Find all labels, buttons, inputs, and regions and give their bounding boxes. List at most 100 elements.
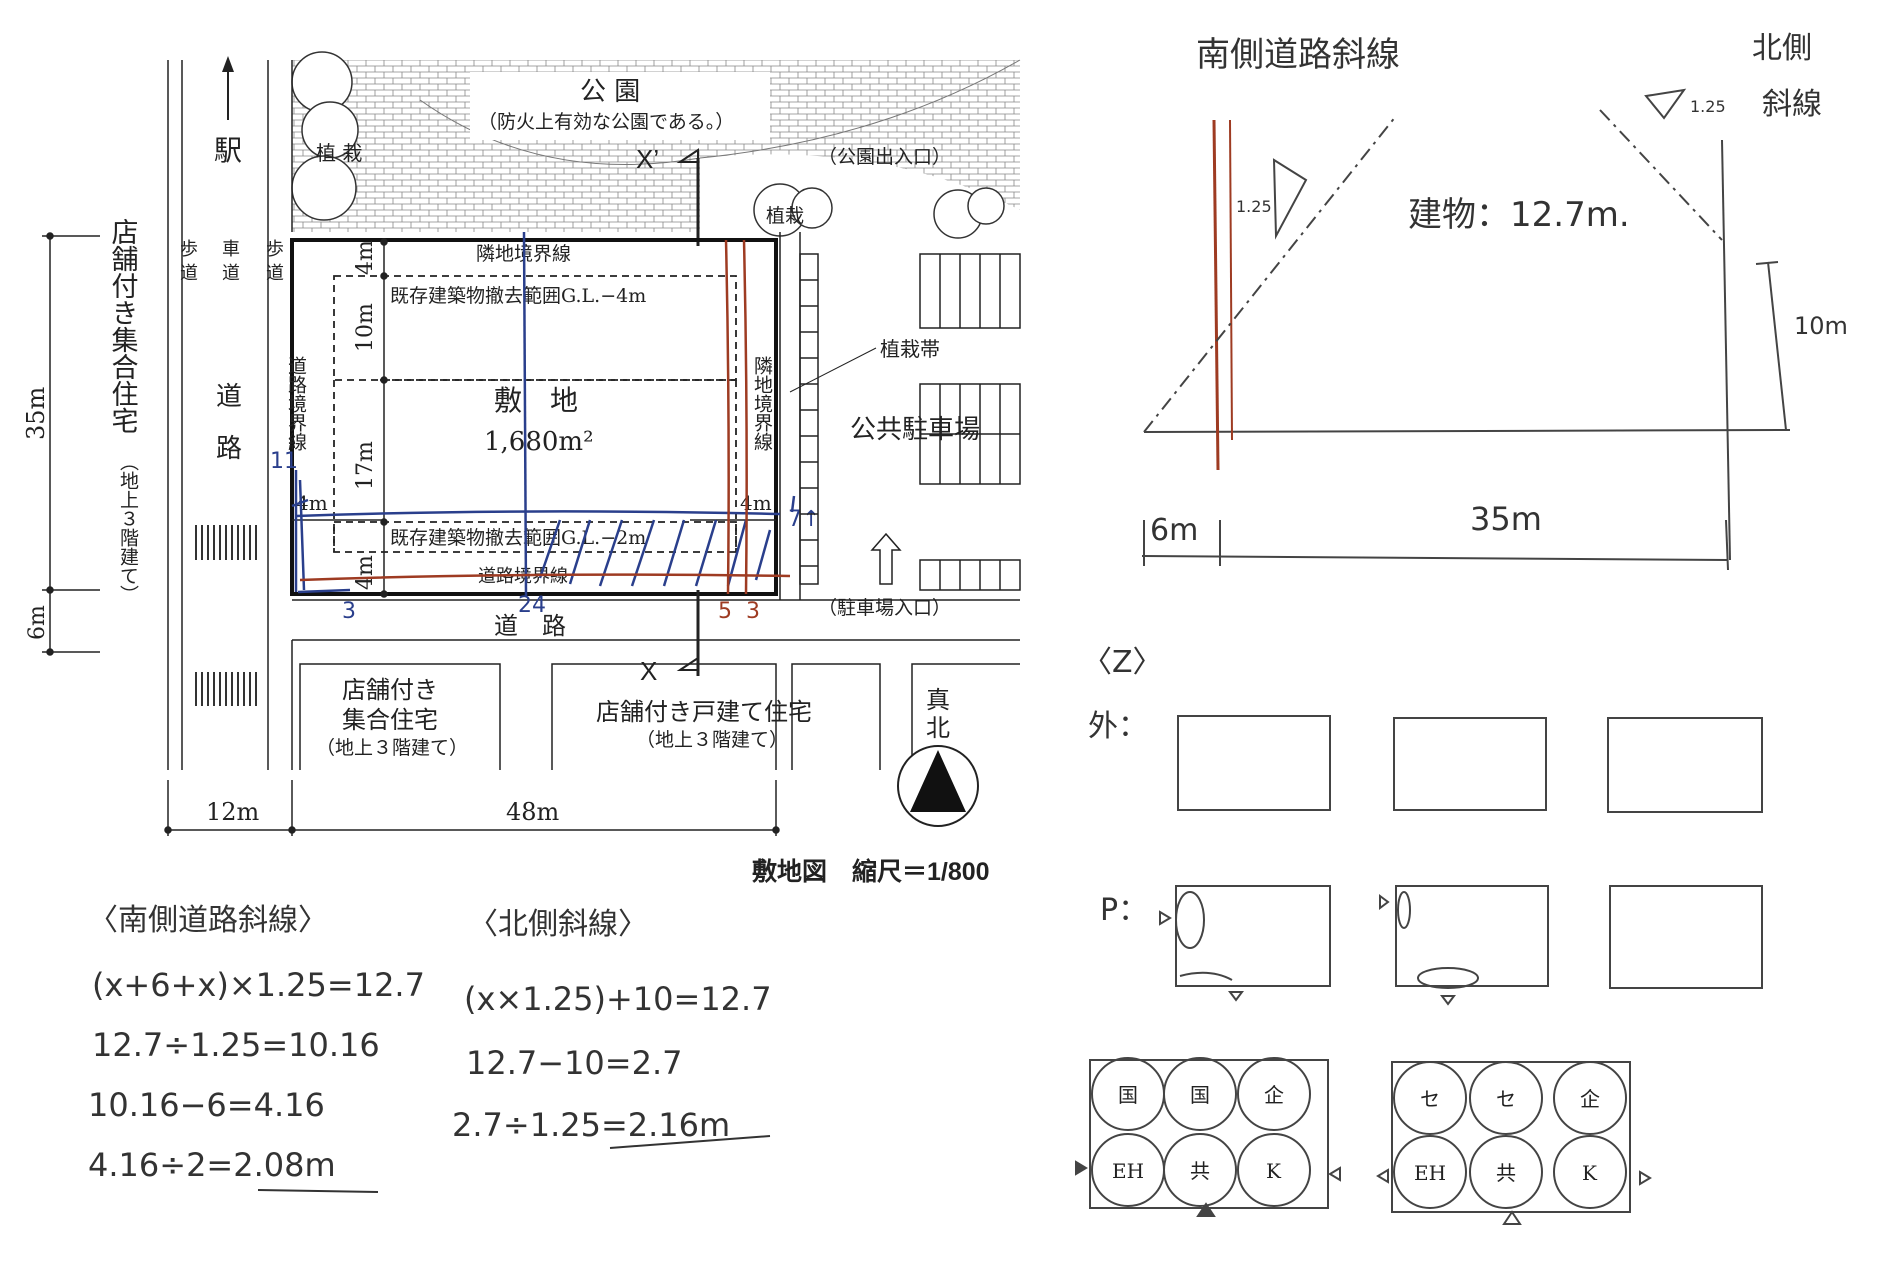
circle-right-5: 共 — [1496, 1161, 1516, 1185]
blue-11: 11 — [270, 449, 298, 474]
circle-left-5: 共 — [1190, 1159, 1210, 1183]
site-label: 敷 地 — [494, 384, 578, 417]
internal-dimension — [292, 238, 776, 598]
west-building-title: 店舗付き集合住宅 （地上３階建て） — [107, 218, 140, 604]
circle-left-2: 国 — [1190, 1083, 1210, 1107]
building-height: 建物：12.7m. — [1408, 195, 1630, 235]
red-3: 3 — [746, 599, 760, 624]
true-north-label: 真北 — [926, 686, 950, 742]
north-slope-title: 北側斜線 — [1752, 31, 1822, 122]
circle-left-3: 企 — [1264, 1083, 1284, 1107]
public-parking-label: 公共駐車場 — [850, 415, 980, 445]
south-building-1-note: （地上３階建て） — [316, 737, 468, 759]
south-building-2: 店舗付き戸建て住宅 — [596, 698, 812, 726]
tree-group-left — [291, 51, 1005, 239]
parking-entrance-label: （駐車場入口） — [818, 597, 951, 619]
circle-right-3: 企 — [1580, 1087, 1600, 1111]
dim-4m-right: 4m — [740, 491, 772, 515]
dim-48m: 48m — [506, 798, 560, 826]
ratio-left: 1.25 — [1236, 197, 1272, 216]
sketch-dim-10m: 10m — [1794, 312, 1848, 340]
road-label-horizontal: 道 路 — [494, 612, 566, 640]
circle-left-1: 国 — [1118, 1083, 1138, 1107]
dimension-12m-48m — [164, 780, 780, 836]
site-plan-caption: 敷地図 縮尺＝1/800 — [752, 857, 990, 886]
sidewalk-label-right: 歩道 — [266, 239, 284, 284]
red-5: 5 — [718, 599, 732, 624]
demolition-top-label: 既存建築物撤去範囲G.L.−4m — [390, 285, 646, 307]
sketch-dim-6m: 6m — [1150, 513, 1198, 548]
road-label-vertical: 道路 — [216, 382, 242, 464]
circle-right-6: K — [1582, 1161, 1598, 1185]
dim-35m: 35m — [22, 386, 50, 440]
parking-lot — [799, 253, 1021, 591]
station-label: 駅 — [214, 134, 242, 167]
north-symbol — [897, 745, 979, 827]
dim-17m: 17m — [353, 441, 378, 490]
park-label: 公 園 — [580, 77, 640, 107]
planting-strip-label: 植栽帯 — [880, 337, 940, 361]
road-lines — [167, 60, 1020, 770]
calc-north-heading: 〈北側斜線〉 — [468, 907, 648, 942]
south-building-2-note: （地上３階建て） — [636, 729, 788, 751]
park-note: （防火上有効な公園である。） — [478, 111, 734, 133]
red-annotations — [299, 239, 791, 595]
dim-4m-top: 4m — [353, 240, 378, 275]
site-plan: 植 栽 — [22, 51, 1021, 886]
ratio-right: 1.25 — [1690, 97, 1726, 116]
dimension-35m-6m — [42, 232, 100, 656]
circle-right-4: EH — [1414, 1161, 1446, 1185]
calc-south-line-1: (x+6+x)×1.25=12.7 — [92, 966, 425, 1004]
calc-south-line-2: 12.7÷1.25=10.16 — [92, 1026, 380, 1064]
dim-10m: 10m — [353, 303, 378, 352]
section-marker-top — [676, 148, 700, 246]
park-entrance-label: （公園出入口） — [818, 146, 951, 168]
demolition-area-top — [333, 275, 737, 381]
neighbor-boundary-right: 隣地境界線 — [751, 356, 773, 451]
dim-4m-bottom: 4m — [353, 555, 378, 590]
calc-south-line-4: 4.16÷2=2.08m — [88, 1146, 336, 1184]
blue-3: 3 — [342, 599, 356, 624]
blue-7: 7↑ — [788, 507, 820, 532]
svg-text:（地上３階建て）: （地上３階建て） — [117, 452, 139, 604]
section-x: X — [640, 656, 657, 686]
zoning-sketch: 〈Z〉 外： P： — [1075, 645, 1763, 1225]
planting-label-vertical: 植 栽 — [316, 141, 362, 165]
zoning-heading: 〈Z〉 — [1082, 645, 1163, 680]
dim-6m: 6m — [25, 605, 50, 640]
road-boundary-bottom: 道路境界線 — [478, 566, 568, 587]
blue-annotations — [291, 231, 796, 597]
south-buildings — [299, 663, 1020, 770]
svg-text:店舗付き集合住宅: 店舗付き集合住宅 — [107, 218, 139, 434]
calc-north-line-3: 2.7÷1.25=2.16m — [452, 1106, 730, 1144]
south-building-1-line1: 店舗付き — [342, 676, 438, 704]
circle-right-1: セ — [1420, 1087, 1440, 1111]
sidewalk-label-left: 歩道 — [180, 239, 198, 284]
calc-south: 〈南側道路斜線〉 (x+6+x)×1.25=12.7 12.7÷1.25=10.… — [88, 903, 425, 1193]
blue-24: 24 — [518, 593, 546, 618]
circle-left-4: EH — [1112, 1159, 1144, 1183]
section-marker-bottom — [676, 590, 700, 676]
south-building-1-line2: 集合住宅 — [342, 706, 438, 734]
circle-right-2: セ — [1496, 1087, 1516, 1111]
calc-north: 〈北側斜線〉 (x×1.25)+10=12.7 12.7−10=2.7 2.7÷… — [452, 907, 772, 1149]
dim-12m: 12m — [206, 798, 260, 826]
crosswalk-2 — [195, 672, 257, 706]
section-sketch: 南側道路斜線 北側斜線 1.25 1. — [1141, 31, 1848, 571]
calc-north-line-2: 12.7−10=2.7 — [466, 1044, 682, 1082]
planting-label: 植栽 — [766, 205, 804, 227]
station-arrow — [222, 56, 234, 120]
site-area: 1,680m² — [484, 427, 594, 457]
crosswalk-1 — [195, 525, 257, 560]
section-x-prime: X’ — [636, 144, 659, 174]
roadway-label: 車道 — [222, 239, 240, 284]
circle-left-6: K — [1266, 1159, 1282, 1183]
row-p-label: P： — [1100, 893, 1148, 928]
calc-south-line-3: 10.16−6=4.16 — [88, 1086, 325, 1124]
row-outer-label: 外： — [1088, 709, 1148, 744]
calc-north-line-1: (x×1.25)+10=12.7 — [464, 980, 772, 1018]
site-boundary — [290, 238, 778, 596]
south-slope-title: 南側道路斜線 — [1196, 35, 1400, 75]
sketch-dim-35m: 35m — [1470, 500, 1542, 538]
